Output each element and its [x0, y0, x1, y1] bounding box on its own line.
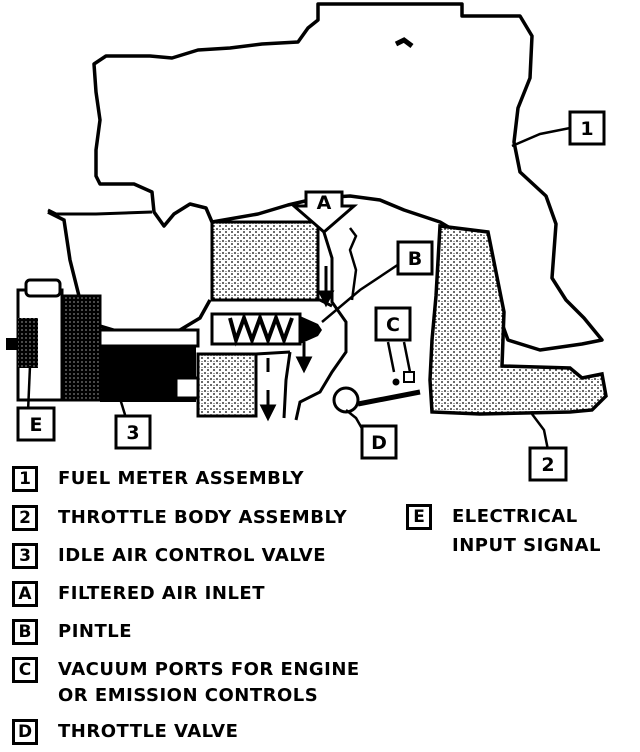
legend-text-2: THROTTLE BODY ASSEMBLY [58, 507, 348, 528]
vacuum-ports [392, 371, 415, 386]
throttle-body-assembly [428, 224, 608, 416]
legend-key-b: B [12, 619, 38, 645]
legend-key-a: A [12, 581, 38, 607]
legend-text-3: IDLE AIR CONTROL VALVE [58, 545, 327, 566]
legend-text-e-line2: INPUT SIGNAL [452, 535, 602, 556]
idle-air-control-valve [58, 294, 200, 402]
svg-text:B: B [408, 248, 422, 270]
legend-key-2: 2 [12, 505, 38, 531]
fuel-chamber-left [210, 220, 320, 302]
fuel-chamber-lower [196, 352, 258, 418]
legend-key-d: D [12, 719, 38, 745]
throttle-valve [332, 386, 421, 414]
callout-2: 2 [528, 446, 568, 482]
legend-key-3: 3 [12, 543, 38, 569]
label-a: A [317, 192, 332, 214]
legend-text-d: THROTTLE VALVE [58, 721, 239, 742]
callout-3: 3 [114, 414, 152, 450]
legend-text-b: PINTLE [58, 621, 132, 642]
legend-text-c: VACUUM PORTS FOR ENGINE [58, 659, 360, 680]
callout-1: 1 [568, 110, 606, 146]
leader-lines [26, 126, 571, 451]
legend-key-c: C [12, 657, 38, 683]
legend-text-1: FUEL METER ASSEMBLY [58, 468, 305, 489]
pintle [210, 312, 322, 347]
callout-c: C [374, 306, 412, 342]
legend-text-e: ELECTRICAL [452, 506, 578, 527]
electrical-connector [6, 278, 64, 402]
svg-text:3: 3 [126, 422, 139, 444]
svg-text:1: 1 [580, 118, 593, 140]
callout-b: B [396, 240, 434, 276]
svg-text:C: C [386, 314, 400, 336]
legend-text-c-line2: OR EMISSION CONTROLS [58, 685, 319, 706]
svg-text:D: D [371, 432, 387, 454]
svg-text:E: E [30, 414, 43, 436]
callout-d: D [360, 424, 398, 460]
legend-text-a: FILTERED AIR INLET [58, 583, 265, 604]
legend-key-1: 1 [12, 466, 38, 492]
callout-e: E [16, 406, 56, 442]
fuel-meter-assembly [92, 2, 604, 352]
air-inlet-arrow [289, 190, 359, 234]
svg-text:2: 2 [541, 454, 554, 476]
flow-arrows [259, 266, 335, 422]
legend-key-e: E [406, 504, 432, 530]
